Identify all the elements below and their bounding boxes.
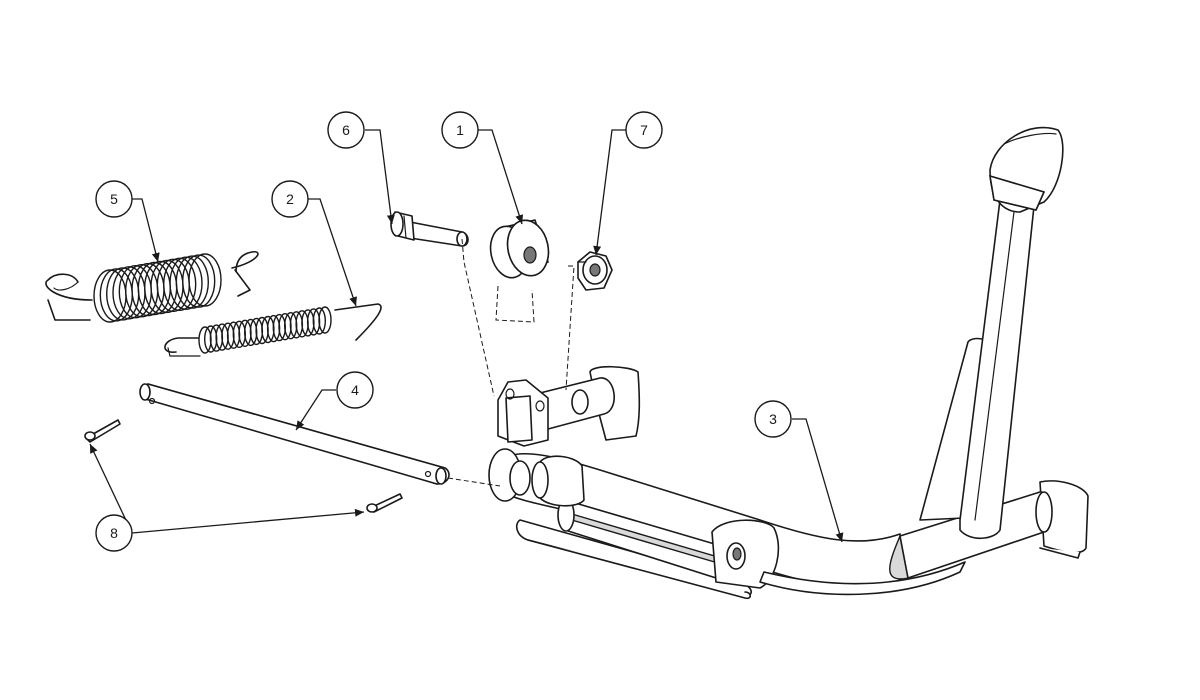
balloon-7-label: 7	[640, 122, 648, 138]
cotter-pins	[84, 419, 403, 513]
balloon-2: 2	[271, 180, 309, 218]
stand-assembly	[488, 126, 1089, 600]
spring-coil	[169, 256, 203, 310]
assembly-guide-lines	[447, 238, 575, 487]
large-spring	[45, 251, 259, 323]
balloon-4: 4	[336, 371, 374, 409]
roller	[489, 219, 550, 279]
spring-coil	[318, 306, 332, 334]
axle-pin	[139, 383, 450, 485]
spring-coil	[181, 254, 216, 308]
balloon-1: 1	[441, 111, 479, 149]
balloon-6: 6	[327, 111, 365, 149]
balloon-5: 5	[95, 180, 133, 218]
spring-coil	[162, 257, 197, 311]
balloon-8-label: 8	[110, 525, 118, 541]
balloon-2-label: 2	[286, 191, 294, 207]
balloon-3-label: 3	[769, 411, 777, 427]
bolt	[390, 211, 469, 247]
balloon-6-label: 6	[342, 122, 350, 138]
spring-coil	[312, 307, 326, 335]
small-spring	[164, 303, 382, 357]
balloon-4-label: 4	[351, 382, 359, 398]
spring-coil	[188, 253, 222, 307]
nut	[577, 251, 613, 291]
balloon-5-label: 5	[110, 191, 118, 207]
balloon-1-label: 1	[456, 122, 464, 138]
spring-coil	[175, 255, 210, 309]
balloon-8: 8	[95, 514, 133, 552]
leader-lines	[89, 129, 844, 543]
balloon-3: 3	[754, 400, 792, 438]
balloon-7: 7	[625, 111, 663, 149]
